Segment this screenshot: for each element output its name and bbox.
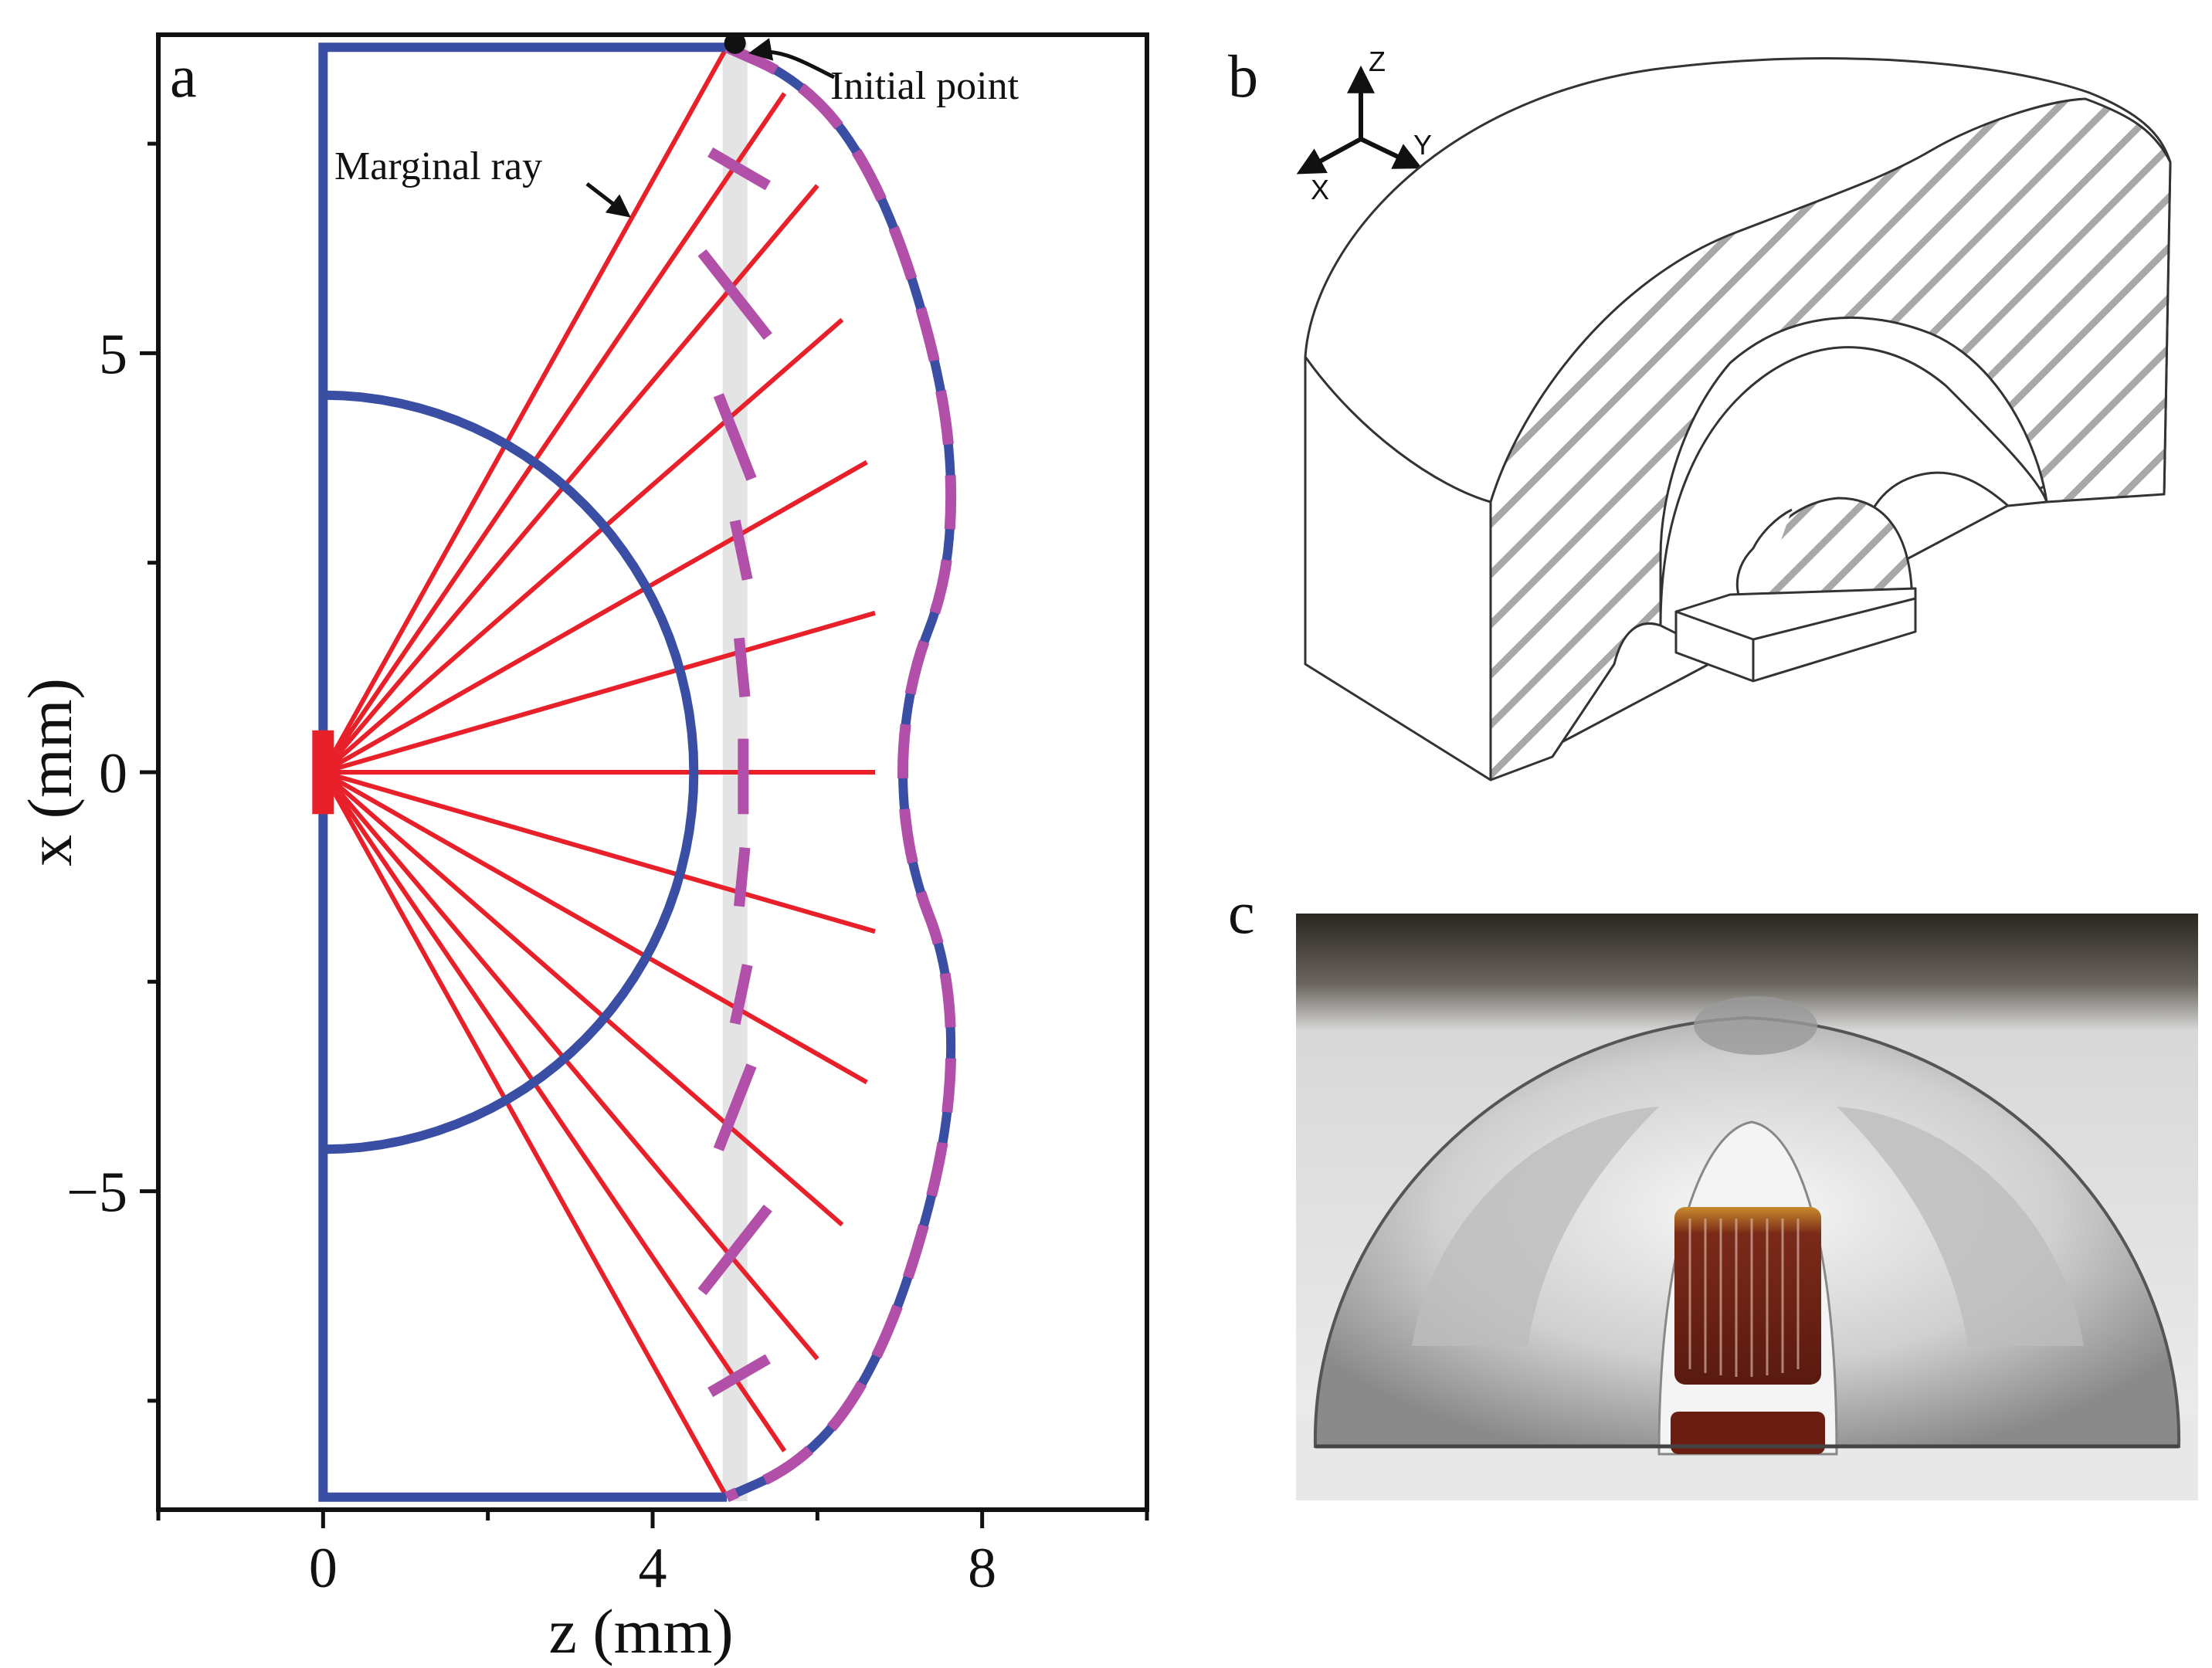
inner-dash-3 bbox=[729, 519, 753, 581]
y-tick-label-0: 5 bbox=[99, 323, 127, 386]
led-chip bbox=[1674, 1207, 1821, 1385]
ray-line-9 bbox=[321, 770, 844, 1227]
tick-layer bbox=[140, 141, 1149, 1528]
ray-line-12 bbox=[321, 771, 729, 1499]
led-chip-base bbox=[1674, 587, 1917, 683]
lens-body-front-edge bbox=[1304, 356, 1491, 503]
ray-layer bbox=[321, 46, 876, 1499]
ray-line-10 bbox=[321, 771, 819, 1361]
panel-a-chart: 0 4 8 5 0 −5 a z (mm) x (mm) Initial point Ma… bbox=[15, 32, 1149, 1666]
x-axis-title: z (mm) bbox=[548, 1596, 733, 1666]
initial-point-arrow bbox=[748, 38, 836, 80]
inner-dash-1 bbox=[697, 249, 772, 341]
marginal-ray-arrow bbox=[585, 182, 631, 218]
lens-top-dimple bbox=[1694, 996, 1817, 1055]
ray-line-7 bbox=[322, 770, 876, 934]
triad-y-label: Y bbox=[1413, 129, 1432, 161]
led-source bbox=[312, 730, 334, 815]
ray-line-1 bbox=[321, 92, 787, 774]
inner-dash-7 bbox=[729, 964, 753, 1026]
x-tick-label-1: 4 bbox=[639, 1537, 667, 1600]
inner-dash-8 bbox=[713, 1063, 757, 1151]
inner-dash-9 bbox=[697, 1204, 772, 1296]
panel-b-cad-drawing: b Z Y X bbox=[1228, 42, 2172, 781]
inner-dash-4 bbox=[734, 637, 751, 698]
y-tick-label-2: −5 bbox=[66, 1161, 127, 1225]
marginal-ray-label: Marginal ray bbox=[334, 144, 542, 188]
x-tick-label-2: 8 bbox=[968, 1537, 996, 1600]
ray-line-11 bbox=[321, 771, 787, 1453]
panel-c-label: c bbox=[1228, 879, 1255, 946]
outer-freeform-dashed bbox=[724, 42, 957, 1503]
freeform-dash-layer bbox=[697, 42, 957, 1503]
y-tick-label-1: 0 bbox=[99, 742, 127, 805]
lens-inner-ring-right bbox=[1837, 1107, 2084, 1346]
inner-dash-10 bbox=[707, 1354, 771, 1398]
triad-z-label: Z bbox=[1369, 46, 1386, 77]
lens-inner-ring-left bbox=[1412, 1107, 1659, 1346]
inner-dash-2 bbox=[713, 393, 757, 481]
coordinate-triad bbox=[1296, 65, 1423, 175]
inner-dash-6 bbox=[734, 846, 751, 907]
triad-x-label: X bbox=[1311, 174, 1329, 205]
inner-lens-arc bbox=[323, 390, 699, 1154]
inner-dash-0 bbox=[707, 147, 771, 191]
panel-a-label: a bbox=[170, 42, 197, 110]
led-chip-lines bbox=[1688, 1219, 1800, 1377]
ray-line-5 bbox=[322, 610, 876, 775]
x-tick-label-0: 0 bbox=[309, 1537, 338, 1600]
led-chip-lower bbox=[1671, 1412, 1825, 1454]
ray-line-4 bbox=[321, 459, 868, 775]
tick-label-layer: 0 4 8 5 0 −5 bbox=[66, 323, 996, 1600]
ray-line-3 bbox=[321, 317, 844, 775]
ray-line-0 bbox=[321, 46, 729, 774]
panel-c-photo bbox=[1296, 914, 2198, 1500]
initial-point-label: Initial point bbox=[830, 64, 1019, 108]
ray-line-2 bbox=[321, 184, 819, 774]
lens-housing-3d bbox=[1304, 57, 2172, 781]
y-axis-title: x (mm) bbox=[15, 678, 85, 866]
initial-point-marker bbox=[724, 35, 746, 54]
panel-b-label: b bbox=[1228, 42, 1258, 110]
ray-line-8 bbox=[321, 770, 868, 1085]
source-layer bbox=[312, 35, 746, 815]
